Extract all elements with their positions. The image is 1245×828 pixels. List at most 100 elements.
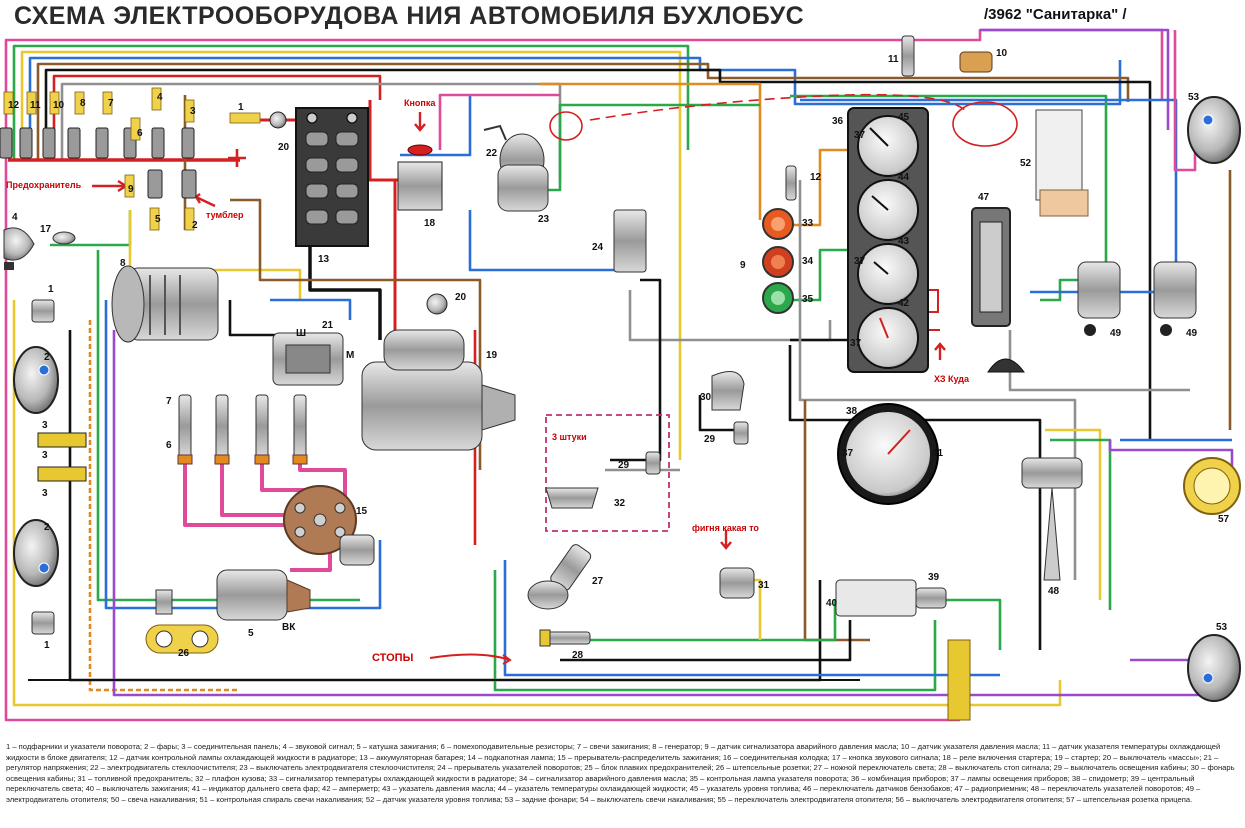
label-3: 3 — [190, 106, 196, 117]
label-53-bottom: 53 — [1216, 622, 1228, 633]
wire-pink-ht2 — [220, 460, 300, 517]
spark-plugs — [178, 394, 307, 458]
wire-pink-rt — [1173, 30, 1197, 172]
terminal-block — [947, 639, 971, 721]
label-44: 44 — [898, 172, 910, 183]
cabin-light — [711, 371, 745, 411]
wire-green-wiper — [520, 103, 760, 192]
resistor-caps — [177, 454, 308, 465]
label-48: 48 — [1048, 586, 1060, 597]
wire-blue-gen — [270, 298, 352, 320]
speedometer — [837, 403, 939, 505]
wire-purple-top — [980, 28, 1170, 130]
headlight-top — [13, 346, 59, 414]
label-1: 1 — [238, 102, 244, 113]
label-24: 24 — [592, 242, 604, 253]
arrow-toggle — [194, 193, 216, 208]
terminal-sh: Ш — [296, 328, 306, 339]
indicator-lamp-35 — [762, 282, 794, 314]
wire-green-rt — [790, 94, 1108, 270]
label-37-speedo: 37 — [842, 448, 854, 459]
speaker — [987, 358, 1025, 373]
arrow-to-fuse — [92, 179, 129, 193]
label-15: 15 — [356, 506, 368, 517]
body-lamp — [545, 487, 599, 509]
mass-switch-top — [269, 111, 287, 129]
label-57: 57 — [1218, 514, 1230, 525]
label-37-a: 37 — [854, 130, 866, 141]
number-labels: 12 11 10 8 7 6 4 3 9 5 2 1 20 13 18 22 2… — [8, 48, 1230, 661]
label-29-b: 29 — [704, 434, 716, 445]
label-12: 12 — [8, 100, 20, 111]
label-20-top: 20 — [278, 142, 290, 153]
label-3-a: 3 — [42, 420, 48, 431]
wire-yellow-top — [20, 50, 682, 460]
label-42: 42 — [898, 298, 910, 309]
wire-pink-top — [4, 28, 1164, 165]
fuse-block — [0, 87, 261, 231]
label-53-top: 53 — [1188, 92, 1200, 103]
note-button: Кнопка — [404, 98, 436, 108]
fuse-row-top — [0, 127, 195, 159]
label-4: 4 — [157, 92, 163, 103]
arrow-where — [934, 342, 946, 360]
label-2-top: 2 — [44, 352, 50, 363]
radio — [971, 207, 1011, 327]
label-36: 36 — [832, 116, 844, 127]
front-side-lamp-top — [31, 299, 55, 323]
note-where: ХЗ Куда — [934, 374, 970, 384]
legend-caption: 1 – подфарники и указатели поворота; 2 –… — [6, 742, 1235, 804]
label-34: 34 — [802, 256, 814, 267]
label-35: 35 — [802, 294, 814, 305]
label-9: 9 — [128, 184, 134, 195]
wire-pink-ht4 — [298, 460, 347, 505]
label-27: 27 — [592, 576, 604, 587]
label-12-sensor: 12 — [810, 172, 822, 183]
label-7-plugs: 7 — [166, 396, 172, 407]
stop-light-switch — [539, 629, 591, 647]
wire-green-cluster — [790, 248, 850, 302]
label-5-coil: 5 — [248, 628, 254, 639]
label-18: 18 — [424, 218, 436, 229]
wire-green-lower — [493, 570, 937, 692]
label-10-top: 10 — [996, 48, 1008, 59]
connector-panel-top — [37, 432, 87, 482]
wire-black-top — [44, 68, 1152, 440]
arrow-stops — [429, 653, 512, 665]
arrow-what — [720, 530, 732, 550]
label-17: 17 — [40, 224, 52, 235]
voltage-regulator — [272, 332, 344, 386]
wire-brown-top — [36, 62, 1130, 160]
label-2-bottom: 2 — [44, 522, 50, 533]
fuel-fuse — [719, 567, 755, 599]
starter-relay — [397, 144, 443, 211]
note-stops: СТОПЫ — [372, 652, 414, 664]
wire-red-top — [52, 74, 382, 160]
wire-pink-left — [4, 165, 960, 722]
page-subtitle: /3962 "Санитарка" / — [984, 6, 1127, 23]
label-45: 45 — [898, 112, 910, 123]
distributor — [283, 485, 375, 566]
label-29-a: 29 — [618, 460, 630, 471]
indicator-lamp-33 — [762, 208, 794, 240]
label-47: 47 — [978, 192, 990, 203]
label-1-top: 1 — [48, 284, 54, 295]
label-9-sensor: 9 — [740, 260, 746, 271]
page-title: СХЕМА ЭЛЕКТРООБОРУДОВА НИЯ АВТОМОБИЛЯ БУ… — [14, 2, 805, 30]
wire-black-stop — [560, 620, 852, 662]
label-2: 2 — [192, 220, 198, 231]
note-what: фигня какая то — [692, 523, 759, 533]
battery — [295, 107, 369, 247]
wiper-motor — [483, 124, 549, 212]
circle-annotation-right — [952, 101, 1018, 147]
foot-light-switch — [527, 544, 592, 610]
label-41: 41 — [932, 448, 944, 459]
body-lamp-switch — [645, 451, 661, 475]
trailer-socket — [1183, 457, 1241, 515]
terminal-m: М — [346, 350, 354, 361]
label-32: 32 — [614, 498, 626, 509]
label-3-b: 3 — [42, 450, 48, 461]
three-pcs-box — [545, 414, 670, 532]
label-3-c: 3 — [42, 488, 48, 499]
terminal-vk: ВК — [282, 622, 296, 633]
